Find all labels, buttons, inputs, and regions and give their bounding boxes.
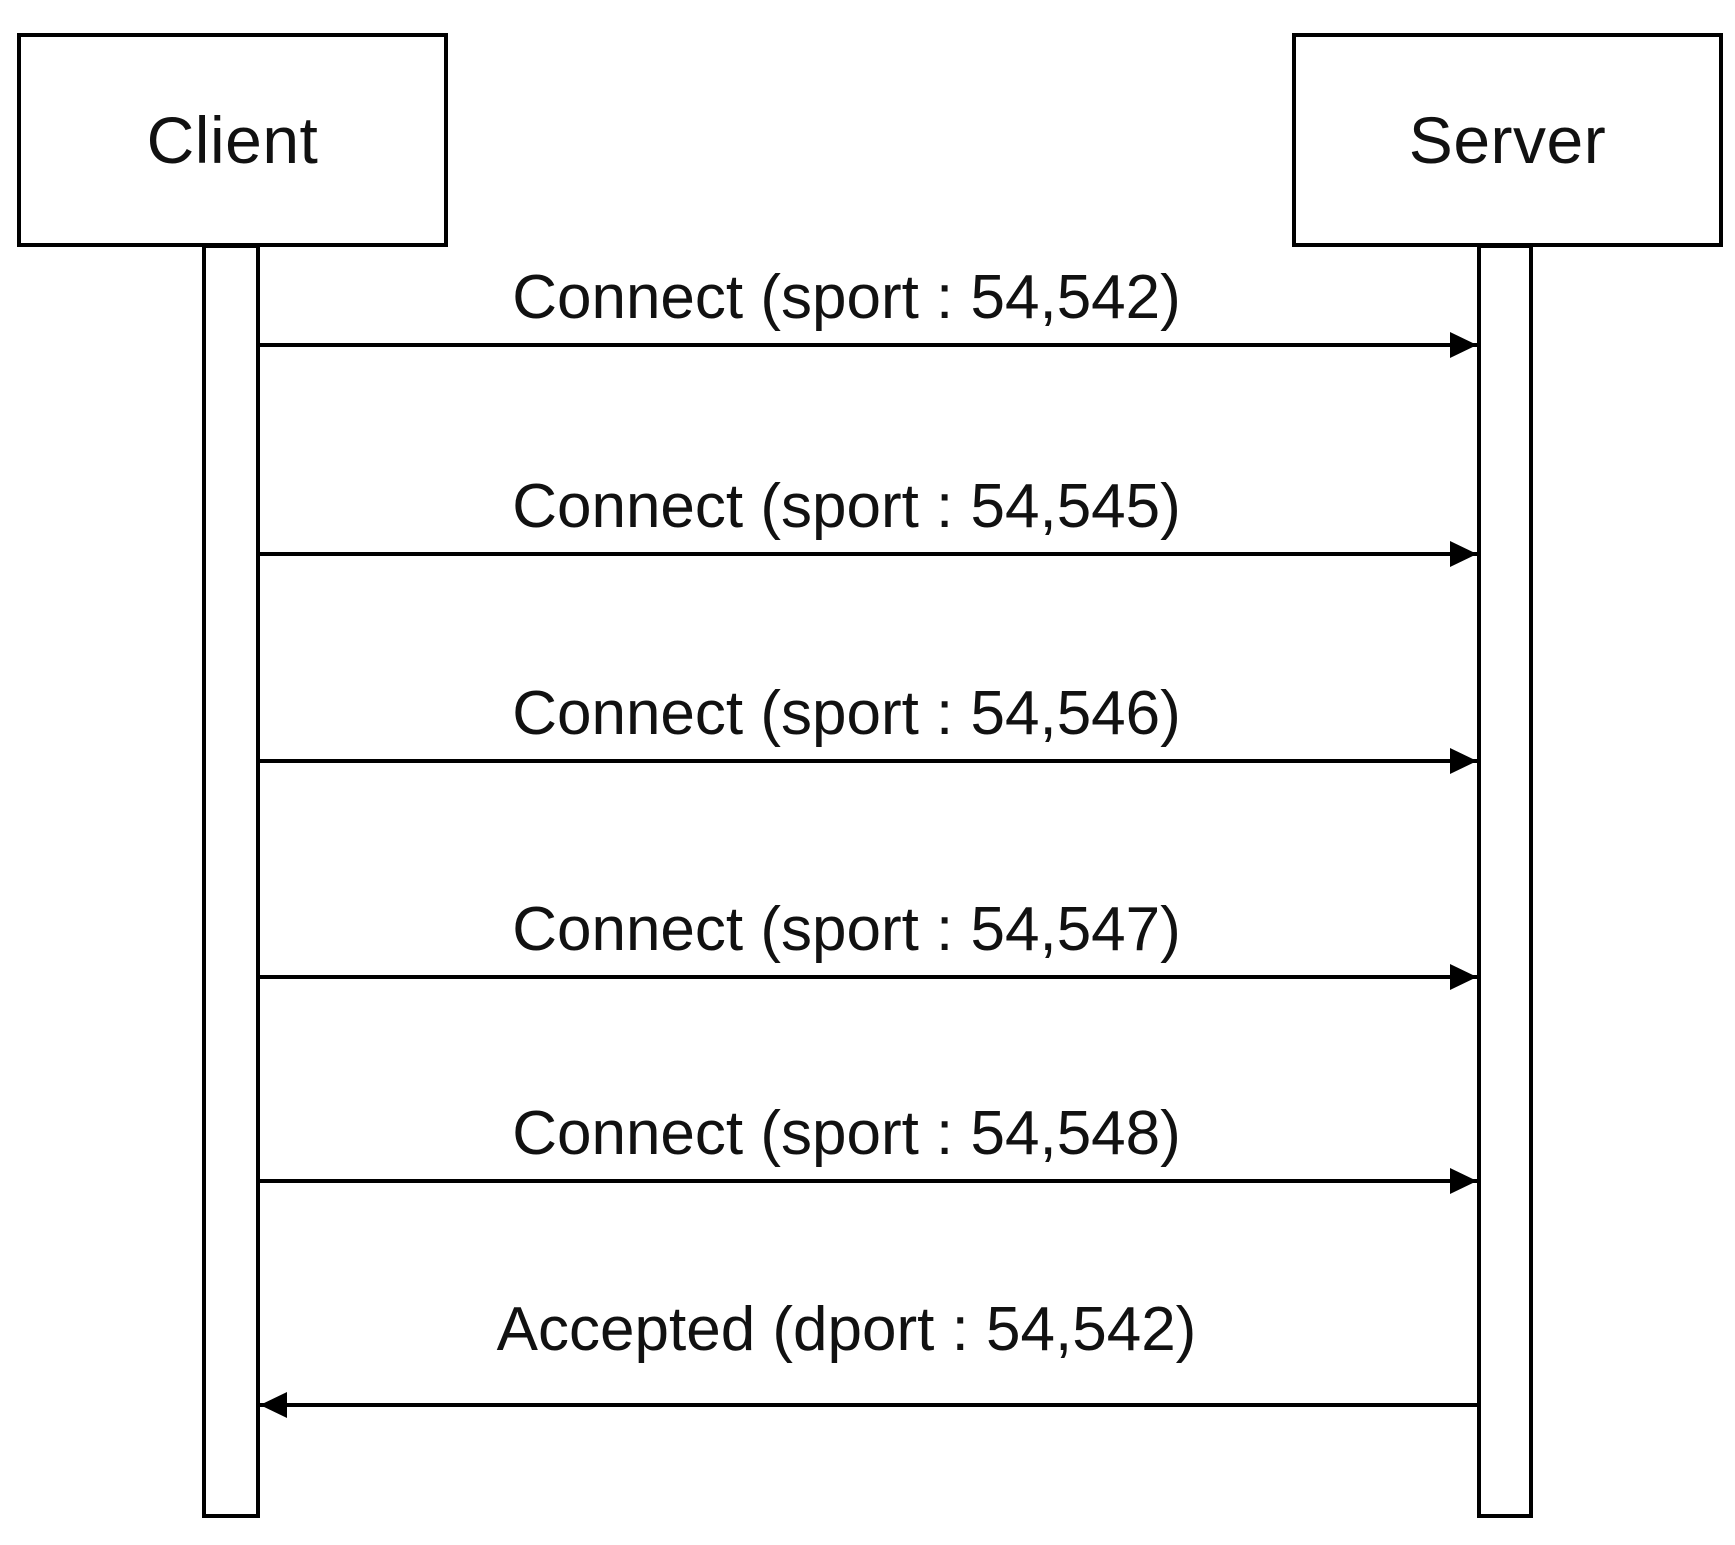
message-connect-54545: Connect (sport : 54,545) bbox=[260, 436, 1477, 567]
message-label: Connect (sport : 54,548) bbox=[512, 1099, 1181, 1168]
actor-client-label: Client bbox=[146, 103, 319, 177]
arrow-line bbox=[260, 975, 1477, 979]
arrow-line bbox=[260, 552, 1477, 556]
arrowhead-right-icon bbox=[1450, 332, 1477, 358]
message-label: Connect (sport : 54,545) bbox=[512, 472, 1181, 541]
arrow-line bbox=[260, 343, 1477, 347]
message-connect-54542: Connect (sport : 54,542) bbox=[260, 227, 1477, 358]
arrowhead-right-icon bbox=[1450, 964, 1477, 990]
message-label: Connect (sport : 54,547) bbox=[512, 895, 1181, 964]
arrowhead-right-icon bbox=[1450, 541, 1477, 567]
arrowhead-right-icon bbox=[1450, 1168, 1477, 1194]
arrowhead-left-icon bbox=[260, 1392, 287, 1418]
arrow-line bbox=[260, 759, 1477, 763]
actor-box-client: Client bbox=[17, 33, 448, 247]
arrowhead-right-icon bbox=[1450, 748, 1477, 774]
server-activation-bar bbox=[1477, 244, 1533, 1518]
arrow-line bbox=[260, 1179, 1477, 1183]
message-accepted-54542: Accepted (dport : 54,542) bbox=[260, 1287, 1477, 1418]
message-connect-54548: Connect (sport : 54,548) bbox=[260, 1063, 1477, 1194]
message-label: Accepted (dport : 54,542) bbox=[496, 1295, 1197, 1364]
arrow-line bbox=[260, 1403, 1477, 1407]
actor-server-label: Server bbox=[1408, 103, 1607, 177]
message-label: Connect (sport : 54,546) bbox=[512, 679, 1181, 748]
message-label: Connect (sport : 54,542) bbox=[512, 263, 1181, 332]
message-connect-54547: Connect (sport : 54,547) bbox=[260, 859, 1477, 990]
actor-box-server: Server bbox=[1292, 33, 1723, 247]
client-activation-bar bbox=[202, 244, 260, 1518]
message-connect-54546: Connect (sport : 54,546) bbox=[260, 643, 1477, 774]
